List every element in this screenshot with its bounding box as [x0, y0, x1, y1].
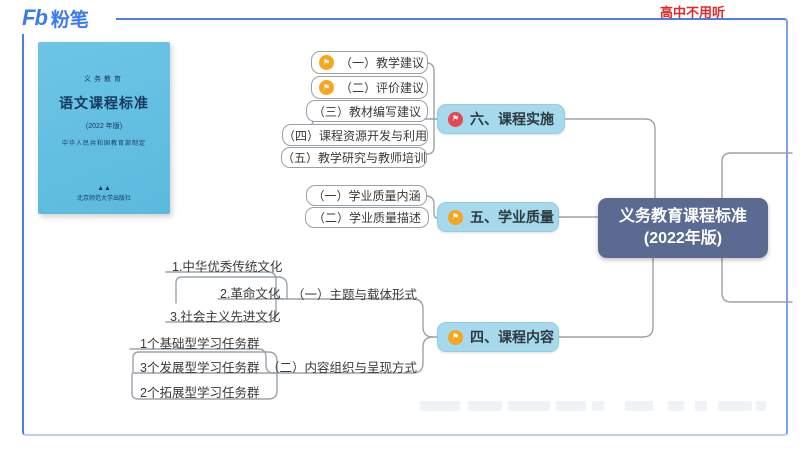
fenbi-logo-icon: Fb: [22, 5, 48, 30]
node-content-organization: （二）内容组织与呈现方式: [267, 361, 418, 375]
branch-label: 四、课程内容: [470, 329, 554, 345]
fenbi-logo: Fb 粉笔: [22, 4, 89, 32]
node-development-task-group: 3个发展型学习任务群: [140, 361, 260, 375]
node-label: （一）学业质量内涵: [312, 189, 421, 203]
note-badge: 高中不用听: [660, 5, 726, 20]
node-traditional-culture: 1.中华优秀传统文化: [172, 260, 283, 274]
fenbi-logo-text: 粉笔: [50, 9, 89, 31]
faded-placeholder: [592, 401, 604, 411]
node-label: （三）教材编写建议: [313, 104, 422, 119]
node-theme-carrier: （一）主题与载体形式: [292, 288, 418, 302]
node-quality-description: （二）学业质量描述: [305, 207, 429, 228]
faded-placeholder: [556, 401, 586, 411]
book-edition: (2022 年版): [85, 123, 123, 130]
faded-placeholder: [756, 401, 766, 411]
faded-placeholder: [625, 401, 653, 411]
node-textbook-advice: （三）教材编写建议: [306, 100, 428, 122]
node-evaluation-advice: ⚑ （二）评价建议: [311, 76, 428, 99]
node-revolutionary-culture: 2.革命文化: [220, 287, 281, 301]
flag-icon: ⚑: [448, 209, 463, 225]
branch-label: 六、课程实施: [470, 111, 554, 127]
branch-course-implementation: ⚑ 六、课程实施: [437, 104, 565, 134]
faded-placeholder: [468, 401, 502, 411]
flag-icon: ⚑: [448, 329, 463, 345]
root-title-line1: 义务教育课程标准: [618, 207, 747, 225]
book-title: 语文课程标准: [59, 95, 149, 111]
root-title-line2: (2022年版): [643, 230, 723, 247]
node-teaching-advice: ⚑ （一）教学建议: [311, 51, 428, 74]
node-basic-task-group: 1个基础型学习任务群: [140, 337, 260, 351]
faded-placeholder: [420, 401, 460, 411]
root-node-curriculum-standard: 义务教育课程标准 (2022年版): [598, 198, 768, 258]
publisher-name: 北京师范大学出版社: [76, 196, 131, 202]
flag-icon: ⚑: [319, 80, 334, 95]
book-series: 义务教育: [84, 76, 124, 83]
faded-placeholder: [508, 401, 550, 411]
book-cover: 义务教育 语文课程标准 (2022 年版) 中华人民共和国教育部制定 ▲▲ 北京…: [38, 42, 170, 214]
flag-icon: ⚑: [448, 111, 463, 127]
node-label: （二）评价建议: [340, 81, 425, 95]
logo-background: [8, 0, 116, 34]
node-teacher-training: （五）教学研究与教师培训: [281, 147, 427, 168]
faded-placeholder: [668, 401, 684, 411]
node-label: （五）教学研究与教师培训: [282, 151, 427, 165]
faded-placeholder: [695, 401, 707, 411]
branch-label: 五、学业质量: [470, 209, 554, 225]
publisher-logo-icon: ▲▲: [97, 185, 111, 192]
node-label: （二）学业质量描述: [312, 211, 421, 225]
slide-border-frame: [22, 18, 788, 436]
faded-placeholder: [718, 401, 752, 411]
node-quality-connotation: （一）学业质量内涵: [306, 185, 427, 206]
node-label: （四）课程资源开发与利用: [283, 128, 428, 143]
node-label: （一）教学建议: [340, 56, 425, 70]
node-resource-development: （四）课程资源开发与利用: [282, 124, 428, 146]
branch-academic-quality: ⚑ 五、学业质量: [437, 202, 559, 232]
node-extension-task-group: 2个拓展型学习任务群: [140, 386, 260, 400]
book-issuer: 中华人民共和国教育部制定: [61, 141, 146, 147]
flag-icon: ⚑: [319, 55, 334, 70]
publisher-emblem: ▲▲ 北京师范大学出版社: [76, 185, 131, 202]
node-socialist-culture: 3.社会主义先进文化: [170, 310, 281, 324]
branch-course-content: ⚑ 四、课程内容: [437, 322, 559, 352]
